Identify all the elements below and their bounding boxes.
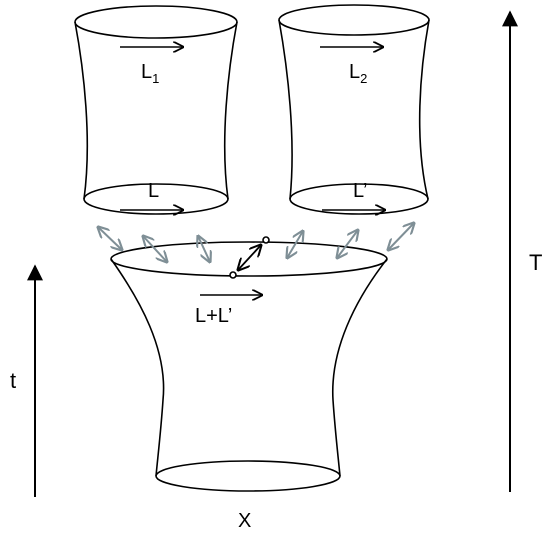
tube-right-bottom-rim	[289, 183, 429, 215]
marked-point-upper	[262, 236, 270, 244]
gluing-arrows	[98, 223, 414, 262]
tube-left	[74, 5, 238, 215]
label-L: L	[148, 180, 159, 202]
double-arrow	[388, 223, 414, 250]
connector-double-arrow	[238, 245, 261, 270]
tube-left-right-wall	[223, 21, 238, 200]
tube-bottom-right-wall	[331, 258, 388, 477]
tube-left-top-rim	[74, 5, 238, 39]
label-L-sum: L+L’	[195, 305, 232, 327]
tube-right-left-wall	[278, 19, 293, 200]
label-L2: L2	[349, 61, 367, 86]
label-L1: L1	[141, 61, 159, 86]
tube-right-top-rim	[278, 4, 430, 36]
tube-bottom-left-wall	[110, 258, 165, 477]
marked-point-lower	[229, 271, 237, 279]
double-arrow	[287, 231, 303, 258]
double-arrow	[337, 230, 358, 258]
label-L-prime: L’	[353, 180, 367, 202]
tube-bottom-bottom-rim	[155, 460, 341, 492]
label-t: t	[10, 368, 16, 393]
tube-right-right-wall	[418, 19, 430, 200]
tube-left-left-wall	[74, 21, 89, 200]
tube-right	[278, 4, 430, 215]
double-arrow	[98, 227, 122, 250]
label-T: T	[529, 250, 542, 275]
double-arrow	[198, 236, 210, 262]
label-X: X	[238, 510, 251, 532]
tube-bottom	[110, 241, 388, 492]
tube-left-bottom-rim	[83, 183, 229, 215]
double-arrow	[143, 236, 167, 262]
